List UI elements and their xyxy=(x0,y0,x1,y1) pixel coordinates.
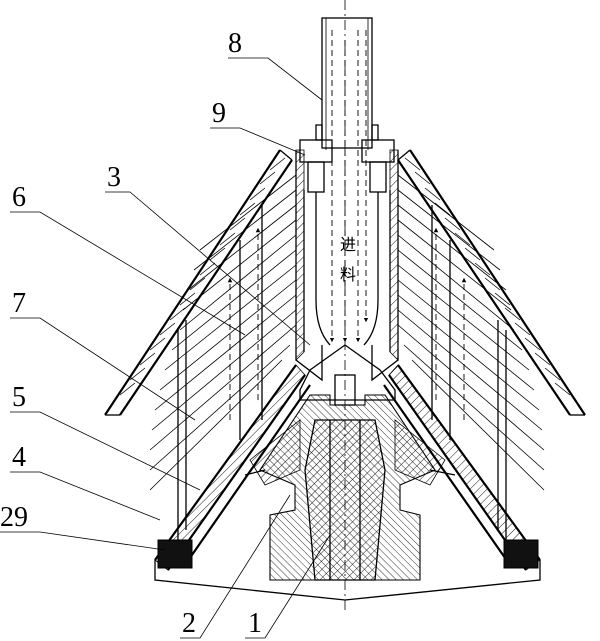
guide-walls xyxy=(177,205,507,540)
outer-shell-ticks xyxy=(119,157,571,396)
callout-2: 2 xyxy=(182,608,196,639)
pipe-flange xyxy=(299,124,395,193)
disc-stack-right xyxy=(397,174,545,491)
feed-label-2: 料 xyxy=(340,265,356,284)
callout-9: 9 xyxy=(212,98,226,129)
callout-8: 8 xyxy=(228,28,242,59)
seal-rings xyxy=(157,539,539,569)
callout-5: 5 xyxy=(12,382,26,413)
leader-lines xyxy=(0,57,331,639)
callout-6: 6 xyxy=(12,182,26,213)
outer-cone-shell xyxy=(104,149,586,416)
central-shaft xyxy=(304,419,386,581)
flow-arrows xyxy=(227,227,467,420)
disc-stack-left xyxy=(149,174,297,491)
feed-label-1: 进 xyxy=(340,235,356,254)
callout-1: 1 xyxy=(248,608,262,639)
callout-29: 29 xyxy=(0,502,28,533)
callout-4: 4 xyxy=(12,442,26,473)
callout-7: 7 xyxy=(12,288,26,319)
callout-3: 3 xyxy=(107,162,121,193)
feed-pipe xyxy=(321,17,373,343)
distributor-tube xyxy=(295,149,399,382)
